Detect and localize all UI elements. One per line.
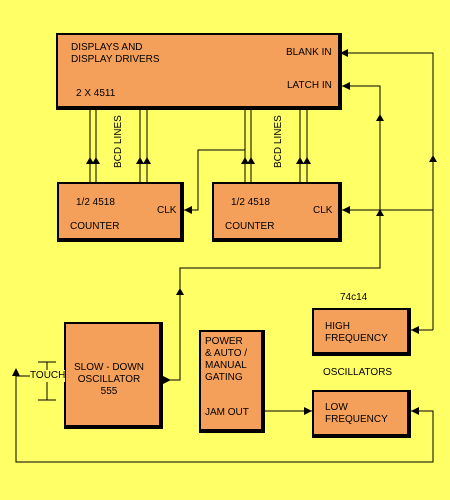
latch-bus [163,85,381,381]
oscillators-label: OSCILLATORS [323,367,393,378]
bcd-lines-label-right: BCD LINES [273,115,284,168]
gating-block [199,330,265,433]
high-frequency-oscillator [312,308,411,356]
counter-left [57,182,184,242]
counter-right-clk: CLK [313,205,333,216]
counter-left-name: COUNTER [70,221,120,232]
counter-left-chip: 1/2 4518 [76,197,115,208]
latch-in-label: LATCH IN [287,80,332,91]
high-freq-chip-label: 74c14 [340,292,368,303]
touch-label: TOUCH [30,370,66,382]
bcd-lines-label-left: BCD LINES [113,115,124,168]
counter-right-chip: 1/2 4518 [231,197,270,208]
display-chip-label: 2 X 4511 [76,88,116,99]
counter-left-clk: CLK [157,205,177,216]
high-freq-label: HIGH FREQUENCY [325,321,388,344]
low-freq-label: LOW FREQUENCY [325,402,388,425]
display-title: DISPLAYS AND DISPLAY DRIVERS [71,42,160,65]
blank-bus [340,52,434,330]
counter-right [212,182,342,242]
blank-in-label: BLANK IN [286,47,332,58]
display-block [56,33,342,110]
low-frequency-oscillator [312,390,411,438]
counter-right-name: COUNTER [225,221,275,232]
slow-osc-label: SLOW - DOWN OSCILLATOR 555 [74,362,144,397]
low-freq-loop [15,375,434,463]
jam-out-label: JAM OUT [205,407,249,418]
gating-label: POWER & AUTO / MANUAL GATING [205,336,248,383]
